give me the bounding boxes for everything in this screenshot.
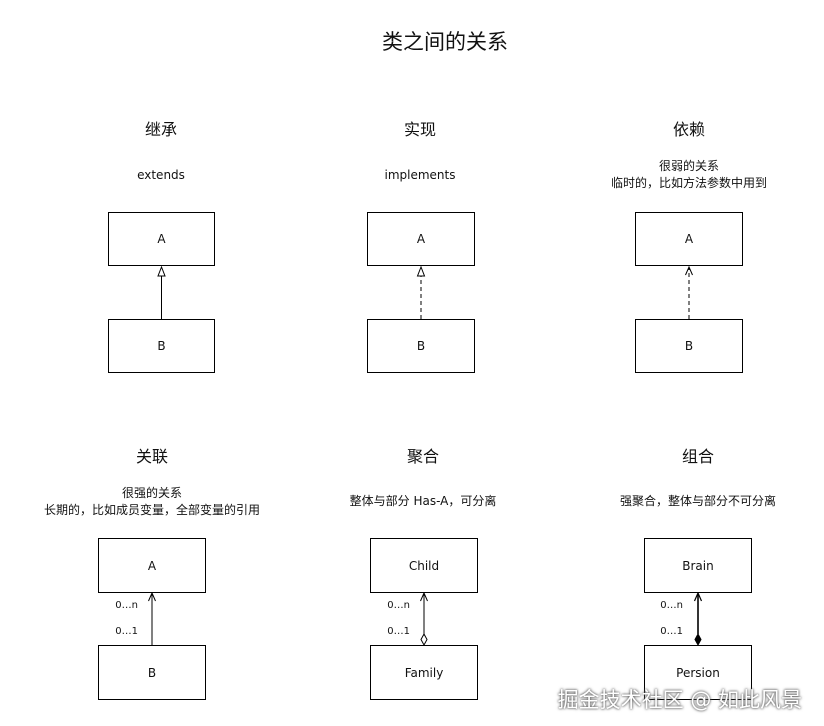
heading-realization: 实现 <box>403 120 436 139</box>
filled-diamond-icon <box>694 632 702 647</box>
hollow-triangle-arrowhead-icon <box>157 265 166 277</box>
class-box-inheritance-child: B <box>108 319 215 373</box>
class-box-realization-impl: B <box>367 319 475 373</box>
open-arrowhead-icon <box>693 591 703 602</box>
heading-dependency: 依赖 <box>672 120 705 139</box>
class-name: Family <box>404 665 444 680</box>
class-box-aggregation-whole: Family <box>370 645 478 700</box>
desc-dependency-line2: 临时的，比如方法参数中用到 <box>610 176 767 190</box>
class-name: A <box>684 232 694 246</box>
class-box-association-target: A <box>98 538 206 593</box>
class-box-dependency-supplier: A <box>635 212 743 266</box>
desc-dependency-line1: 很弱的关系 <box>658 159 719 173</box>
heading-inheritance: 继承 <box>144 120 177 139</box>
desc-association-line1: 很强的关系 <box>121 486 182 500</box>
desc-realization-line1: implements <box>384 168 456 182</box>
multiplicity-composition-bottom: 0…1 <box>660 626 683 637</box>
association-edge <box>148 591 156 645</box>
class-name: B <box>147 665 157 680</box>
multiplicity-association-top: 0…n <box>115 600 138 611</box>
class-name: Brain <box>682 558 714 573</box>
desc-inheritance-line1: extends <box>137 168 185 182</box>
diagram-title: 类之间的关系 <box>382 30 508 54</box>
class-box-association-source: B <box>98 645 206 700</box>
class-name: A <box>147 558 157 573</box>
class-name: B <box>416 339 426 353</box>
desc-association-line2: 长期的，比如成员变量，全部变量的引用 <box>43 503 260 517</box>
class-name: Persion <box>676 665 720 680</box>
multiplicity-association-bottom: 0…1 <box>115 626 138 637</box>
desc-aggregation-line1: 整体与部分 Has-A，可分离 <box>349 494 497 508</box>
heading-composition: 组合 <box>681 447 714 466</box>
class-box-dependency-client: B <box>635 319 743 373</box>
open-arrowhead-icon <box>148 591 156 602</box>
class-name: B <box>157 339 166 353</box>
heading-association: 关联 <box>135 447 168 466</box>
class-name: A <box>157 232 166 246</box>
multiplicity-composition-top: 0…n <box>660 600 683 611</box>
hollow-triangle-arrowhead-icon <box>416 265 426 277</box>
open-arrowhead-icon <box>420 591 428 602</box>
multiplicity-aggregation-top: 0…n <box>387 600 410 611</box>
aggregation-edge <box>420 591 428 647</box>
heading-aggregation: 聚合 <box>406 447 439 466</box>
class-name: A <box>416 232 426 246</box>
watermark: 掘金技术社区 @ 如此风景 <box>557 688 802 712</box>
class-box-realization-interface: A <box>367 212 475 266</box>
class-name: Child <box>408 558 440 573</box>
class-name: B <box>684 339 694 353</box>
inheritance-edge <box>157 265 166 319</box>
open-arrowhead-icon <box>685 265 693 276</box>
dependency-edge <box>685 265 693 319</box>
hollow-diamond-icon <box>420 632 428 647</box>
desc-composition-line1: 强聚合，整体与部分不可分离 <box>619 494 776 508</box>
class-box-inheritance-parent: A <box>108 212 215 266</box>
composition-edge <box>693 591 703 647</box>
class-box-aggregation-part: Child <box>370 538 478 593</box>
class-box-composition-part: Brain <box>644 538 752 593</box>
class-box-composition-whole: Persion <box>644 645 752 700</box>
multiplicity-aggregation-bottom: 0…1 <box>387 626 410 637</box>
realization-edge <box>416 265 426 319</box>
